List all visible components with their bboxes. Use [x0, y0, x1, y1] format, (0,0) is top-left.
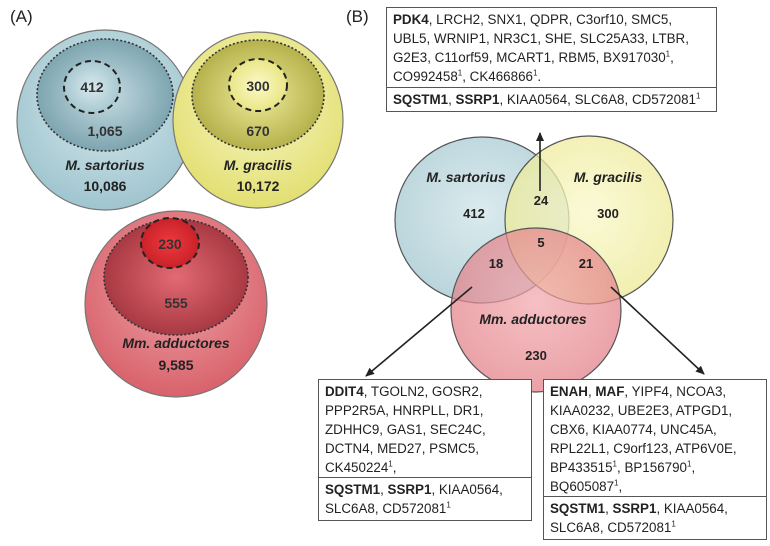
- gene-list-text: , TGOLN2, GOSR2, PPP2R5A, HNRPLL, DR1, Z…: [325, 384, 486, 475]
- gene-box-sartorius-gracilis: PDK4, LRCH2, SNX1, QDPR, C3orf10, SMC5, …: [386, 7, 717, 112]
- panel-a-gracilis: 300 670 M. gracilis 10,172: [172, 31, 344, 209]
- venn-gracilis-name: M. gracilis: [574, 169, 643, 185]
- gene-name-bold: SQSTM1: [550, 501, 606, 516]
- footnote-marker: 1: [665, 49, 671, 59]
- panel-b-label: (B): [346, 7, 369, 26]
- adductores-core-count: 230: [158, 236, 182, 252]
- gracilis-mid-count: 670: [246, 123, 270, 139]
- footnote-marker: 1: [614, 478, 619, 488]
- gene-list-text: ,: [448, 92, 456, 107]
- adductores-name: Mm. adductores: [122, 335, 230, 351]
- footnote-marker: 1: [446, 500, 451, 510]
- gene-box-right-common: SQSTM1, SSRP1, KIAA0564, SLC6A8, CD57208…: [544, 496, 766, 539]
- gene-name-bold: SSRP1: [612, 501, 657, 516]
- gene-list-text: , YIPF4, NCOA3, KIAA0232, UBE2E3, ATPGD1…: [550, 384, 737, 475]
- arrow-to-right-box: [610, 286, 705, 375]
- gene-box-left-common: SQSTM1, SSRP1, KIAA0564, SLC6A8, CD57208…: [319, 477, 531, 520]
- gene-list-text: ,: [587, 384, 596, 399]
- gene-box-top-common: SQSTM1, SSRP1, KIAA0564, SLC6A8, CD57208…: [387, 87, 716, 111]
- panel-a-adductores: 230 555 Mm. adductores 9,585: [84, 210, 268, 398]
- gene-list-text: , BP156790: [617, 460, 687, 475]
- gene-name-bold: PDK4: [393, 12, 429, 27]
- arrow-to-left-box: [365, 286, 473, 377]
- gracilis-total: 10,172: [237, 178, 280, 194]
- panel-b-venn: M. sartorius 412 M. gracilis 300 Mm. add…: [394, 135, 674, 393]
- sartorius-mid-count: 1,065: [87, 123, 122, 139]
- sartorius-core-ellipse: [63, 60, 121, 114]
- gene-list-text: ,: [605, 501, 613, 516]
- sartorius-core-count: 412: [80, 79, 104, 95]
- footnote-marker: 1: [532, 68, 538, 78]
- adductores-total: 9,585: [158, 357, 193, 373]
- gene-name-bold: SQSTM1: [325, 482, 381, 497]
- gene-name-bold: SQSTM1: [393, 92, 449, 107]
- gene-name-bold: DDIT4: [325, 384, 364, 399]
- venn-all-three-count: 5: [537, 235, 544, 250]
- venn-adductores-unique: 230: [525, 348, 547, 363]
- gene-list-text: ,: [618, 479, 623, 494]
- venn-sartorius-gracilis-count: 24: [534, 193, 549, 208]
- gene-list-text: , KIAA0564, SLC6A8, CD572081: [550, 501, 728, 535]
- gene-list-text: , BQ605087: [550, 460, 696, 494]
- gene-name-bold: ENAH: [550, 384, 588, 399]
- adductores-core-ellipse: [140, 217, 200, 269]
- footnote-marker: 1: [695, 91, 701, 101]
- gene-list-text: ,: [380, 482, 388, 497]
- gene-box-right-specific: ENAH, MAF, YIPF4, NCOA3, KIAA0232, UBE2E…: [544, 380, 766, 496]
- gene-name-bold: MAF: [595, 384, 625, 399]
- footnote-marker: 1: [388, 459, 393, 469]
- gene-list-text: .: [537, 69, 542, 84]
- gene-box-left-specific: DDIT4, TGOLN2, GOSR2, PPP2R5A, HNRPLL, D…: [319, 380, 531, 477]
- venn-gracilis-adductores-count: 21: [579, 256, 593, 271]
- gene-name-bold: SSRP1: [387, 482, 432, 497]
- footnote-marker: 1: [457, 68, 463, 78]
- gene-list-text: , LRCH2, SNX1, QDPR, C3orf10, SMC5, UBL5…: [393, 12, 689, 65]
- venn-gracilis-unique: 300: [597, 206, 619, 221]
- gene-list-text: , KIAA0564, SLC6A8, CD572081: [499, 92, 696, 107]
- gene-list-text: , KIAA0564, SLC6A8, CD572081: [325, 482, 503, 516]
- venn-adductores-circle: [450, 227, 622, 393]
- adductores-mid-count: 555: [164, 295, 188, 311]
- gene-list-text: ,: [392, 460, 397, 475]
- venn-sartorius-adductores-count: 18: [489, 256, 503, 271]
- venn-sartorius-name: M. sartorius: [426, 169, 506, 185]
- footnote-marker: 1: [687, 459, 692, 469]
- venn-sartorius-unique: 412: [463, 206, 485, 221]
- gracilis-core-count: 300: [246, 78, 270, 94]
- venn-adductores-name: Mm. adductores: [479, 311, 587, 327]
- gene-list-text: , CK466866: [462, 69, 533, 84]
- panel-a-label: (A): [10, 7, 33, 26]
- gene-box-gracilis-adductores: ENAH, MAF, YIPF4, NCOA3, KIAA0232, UBE2E…: [543, 379, 767, 540]
- gracilis-core-ellipse: [228, 58, 288, 112]
- gene-list-text: , CO992458: [393, 50, 674, 84]
- adductores-mid-ellipse: [103, 218, 249, 336]
- sartorius-name: M. sartorius: [65, 157, 145, 173]
- gene-name-bold: SSRP1: [455, 92, 500, 107]
- gene-box-sartorius-adductores: DDIT4, TGOLN2, GOSR2, PPP2R5A, HNRPLL, D…: [318, 379, 532, 521]
- footnote-marker: 1: [612, 459, 617, 469]
- gracilis-name: M. gracilis: [224, 157, 293, 173]
- sartorius-total: 10,086: [84, 178, 127, 194]
- panel-a-sartorius: 412 1,065 M. sartorius 10,086: [16, 29, 194, 211]
- footnote-marker: 1: [671, 519, 676, 529]
- gene-box-top-specific: PDK4, LRCH2, SNX1, QDPR, C3orf10, SMC5, …: [387, 8, 716, 87]
